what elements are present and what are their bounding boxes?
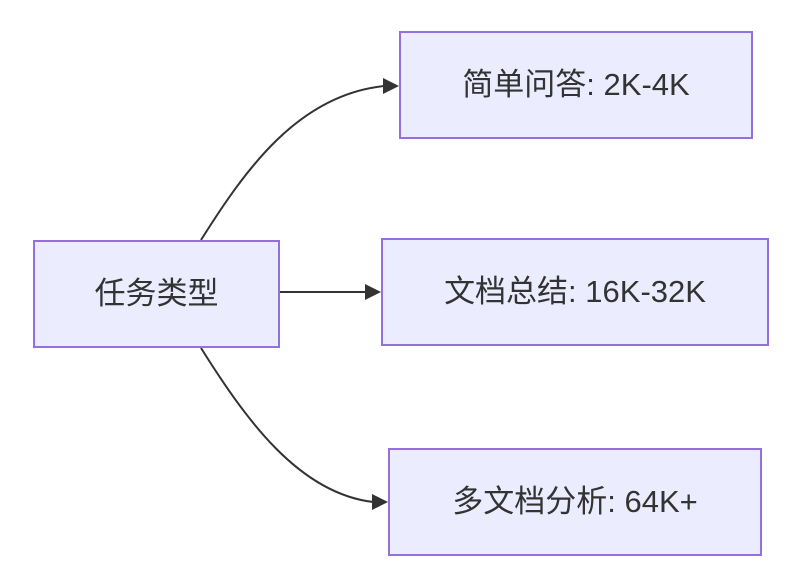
edge-task-type-to-multi-doc (200, 347, 388, 510)
node-multi-doc: 多文档分析: 64K+ (388, 448, 762, 556)
arrowhead-doc-summary (365, 284, 381, 300)
node-doc-summary: 文档总结: 16K-32K (381, 238, 769, 346)
node-multi-doc-label: 多文档分析: 64K+ (452, 484, 698, 520)
node-doc-summary-label: 文档总结: 16K-32K (444, 274, 706, 310)
edge-task-type-to-simple-qa (200, 78, 399, 241)
node-task-type: 任务类型 (33, 240, 280, 348)
node-task-type-label: 任务类型 (94, 276, 219, 312)
node-simple-qa-label: 简单问答: 2K-4K (462, 67, 690, 103)
arrowhead-multi-doc (372, 494, 388, 510)
arrowhead-simple-qa (383, 78, 399, 94)
edge-task-type-to-doc-summary (280, 284, 381, 300)
node-simple-qa: 简单问答: 2K-4K (399, 31, 753, 139)
